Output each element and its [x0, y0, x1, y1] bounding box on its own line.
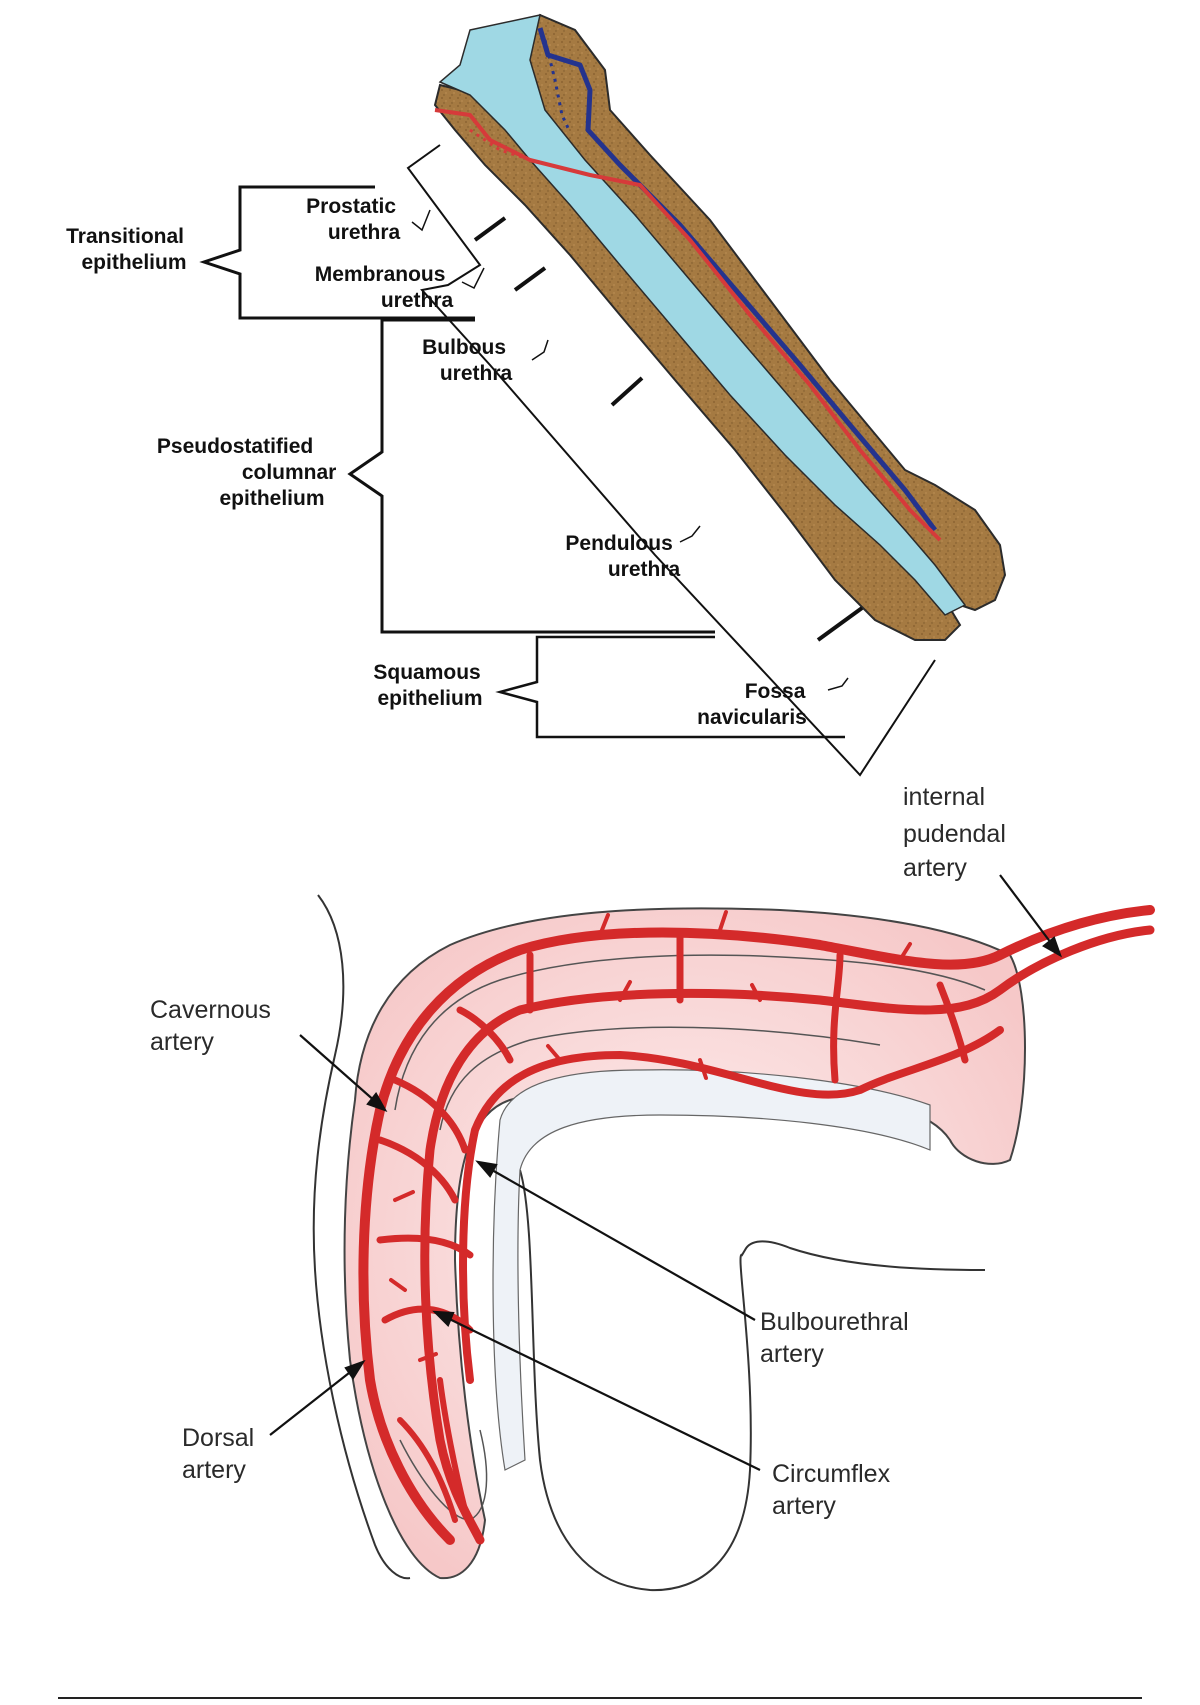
- region-pointers: [411, 209, 849, 691]
- cavernous-label: Cavernous artery: [150, 996, 278, 1056]
- circumflex-branch: [830, 951, 844, 1084]
- bulbous-label: Bulbous urethra: [422, 336, 512, 385]
- bulbourethral-pointer: [477, 1161, 756, 1321]
- squamous-brace: [495, 635, 845, 739]
- circumflex-branch: [397, 1417, 458, 1523]
- circumflex-label: Circumflex artery: [772, 1460, 897, 1520]
- pelvis-outline: [312, 894, 411, 1580]
- label-pointers: [269, 874, 1063, 1471]
- cavernous-pointer: [299, 1034, 386, 1111]
- urethra-diagram: Prostatic urethra Membranous urethra Bul…: [66, 13, 1007, 777]
- shaft-inner-light: [492, 1069, 931, 1471]
- corpus-outline-inner: [439, 1026, 881, 1131]
- artery-network: [358, 905, 1155, 1545]
- squamous-label: Squamous epithelium: [373, 661, 486, 710]
- circumflex-branch: [381, 1305, 474, 1334]
- pendulous-label: Pendulous urethra: [565, 532, 680, 581]
- dorsal-label: Dorsal artery: [182, 1424, 261, 1484]
- cavernous-artery-vessel: [420, 925, 1155, 1545]
- circumflex-branch: [437, 1377, 468, 1513]
- bulbourethral-label: Bulbourethral artery: [760, 1308, 916, 1368]
- urethra-segment-bracket: [406, 144, 936, 777]
- prostatic-label: Prostatic urethra: [306, 195, 402, 244]
- bulbourethral-artery-vessel: [459, 1026, 1004, 1384]
- fossa-label: Fossa navicularis: [697, 680, 811, 729]
- dorsal-artery-vessel: [358, 905, 1155, 1545]
- urethra-lumen: [438, 14, 967, 616]
- dorsal-pointer: [269, 1361, 364, 1436]
- small-branch: [389, 910, 912, 1362]
- membranous-label: Membranous urethra: [315, 263, 454, 312]
- circumflex-branch: [391, 1076, 469, 1154]
- pseudostratified-label: Pseudostatified columnar epithelium: [157, 435, 342, 510]
- artery-diagram: internal pudendal artery Cavernous arter…: [150, 783, 1155, 1592]
- circumflex-branch: [376, 1136, 459, 1204]
- circumflex-branch: [456, 1006, 514, 1064]
- internal-pudendal-label: internal pudendal artery: [903, 783, 1013, 882]
- urethra-dorsal-tissue: [524, 13, 1007, 612]
- urethra-ventral-tissue: [433, 83, 962, 641]
- circumflex-branch: [376, 1234, 474, 1259]
- artery-line: [434, 108, 942, 542]
- corpus-outline: [394, 954, 986, 1111]
- transitional-brace: [199, 185, 475, 320]
- circumflex-pointer: [434, 1311, 761, 1471]
- scrotum-shape: [519, 1169, 986, 1592]
- transitional-label: Transitional epithelium: [66, 225, 190, 274]
- segment-ticks: [473, 216, 864, 642]
- circumflex-branch: [936, 981, 969, 1064]
- pseudostratified-brace: [347, 318, 715, 634]
